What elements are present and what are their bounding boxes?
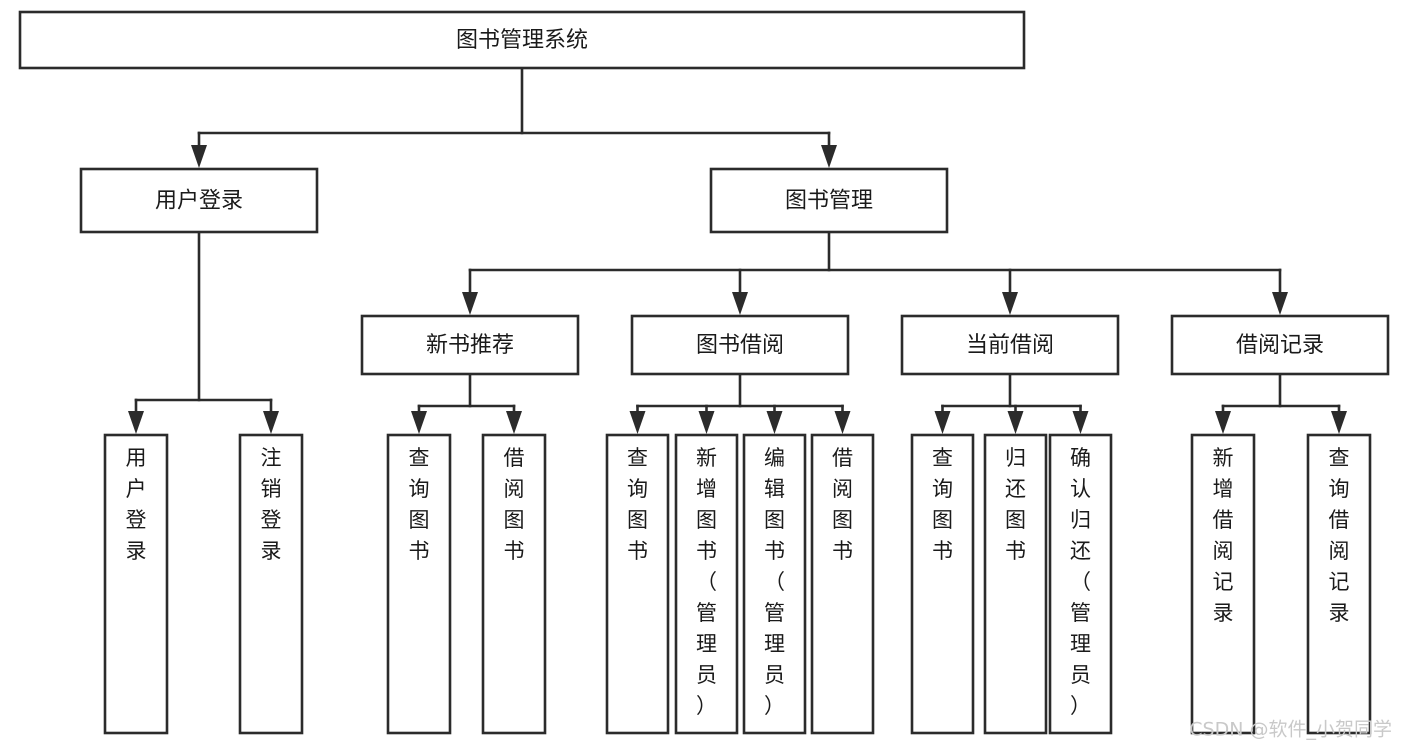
node-label: 新书推荐	[426, 333, 514, 358]
node-box[interactable]	[900, 314, 1120, 376]
node-box[interactable]	[674, 433, 739, 735]
edge-group-book-manage	[462, 230, 1288, 315]
node-box[interactable]	[386, 433, 452, 735]
arrow-head-icon	[263, 411, 279, 434]
node-box[interactable]	[103, 433, 169, 735]
node-label: 图书管理系统	[456, 28, 588, 53]
node-label: 查询图书	[409, 446, 430, 563]
arrow-head-icon	[698, 411, 715, 434]
node-box[interactable]	[709, 167, 949, 234]
arrow-head-icon	[191, 145, 207, 168]
node-book-manage[interactable]: 图书管理	[709, 167, 949, 234]
arrow-head-icon	[462, 292, 478, 315]
node-leaf-user-logout[interactable]: 注销登录	[238, 433, 304, 735]
node-box[interactable]	[1306, 433, 1372, 735]
node-box[interactable]	[742, 433, 807, 735]
node-label: 图书借阅	[696, 333, 784, 358]
node-label: 归还图书	[1005, 446, 1026, 563]
node-label: 新增借阅记录	[1213, 446, 1234, 625]
node-new-book-rec[interactable]: 新书推荐	[360, 314, 580, 376]
node-box[interactable]	[810, 433, 875, 735]
arrow-head-icon	[1215, 411, 1231, 434]
node-box[interactable]	[983, 433, 1048, 735]
arrow-head-icon	[506, 411, 522, 434]
arrow-head-icon	[834, 411, 851, 434]
edge-group-current-borrow	[934, 372, 1089, 434]
arrow-head-icon	[1072, 411, 1089, 434]
node-box[interactable]	[79, 167, 319, 234]
arrow-head-icon	[1007, 411, 1024, 434]
node-box[interactable]	[18, 10, 1026, 70]
node-box[interactable]	[910, 433, 975, 735]
node-box[interactable]	[630, 314, 850, 376]
node-box[interactable]	[1048, 433, 1113, 735]
node-leaf-cur-query[interactable]: 查询图书	[910, 433, 975, 735]
node-leaf-rec-borrow[interactable]: 借阅图书	[481, 433, 547, 735]
node-label: 借阅记录	[1236, 333, 1324, 358]
edge-group-borrow-record	[1215, 372, 1347, 434]
node-box[interactable]	[605, 433, 670, 735]
node-label: 用户登录	[126, 446, 147, 563]
node-layer: 图书管理系统用户登录图书管理新书推荐图书借阅当前借阅借阅记录用户登录注销登录查询…	[18, 10, 1390, 735]
node-leaf-rec-query[interactable]: 查询图书	[386, 433, 452, 735]
node-label: 借阅图书	[504, 446, 525, 563]
node-label: 注销登录	[261, 446, 282, 563]
node-label: 确认归还（管理员）	[1070, 446, 1091, 718]
node-label: 编辑图书（管理员）	[764, 446, 785, 718]
node-label: 当前借阅	[966, 333, 1054, 358]
node-book-borrow[interactable]: 图书借阅	[630, 314, 850, 376]
arrow-head-icon	[821, 145, 837, 168]
connector-layer	[128, 66, 1347, 434]
node-user-login[interactable]: 用户登录	[79, 167, 319, 234]
edge-group-user-login	[128, 230, 279, 434]
edge-group-new-book-rec	[411, 372, 522, 434]
node-leaf-cur-return[interactable]: 归还图书	[983, 433, 1048, 735]
node-label: 用户登录	[155, 189, 243, 214]
arrow-head-icon	[1272, 292, 1288, 315]
arrow-head-icon	[766, 411, 783, 434]
node-leaf-cur-confirm[interactable]: 确认归还（管理员）	[1048, 433, 1113, 735]
edge-group-root	[191, 66, 837, 168]
node-label: 图书管理	[785, 189, 873, 214]
node-label: 查询图书	[932, 446, 953, 563]
arrow-head-icon	[629, 411, 646, 434]
node-leaf-borrow-query[interactable]: 查询图书	[605, 433, 670, 735]
node-label: 借阅图书	[832, 446, 853, 563]
node-leaf-borrow-edit[interactable]: 编辑图书（管理员）	[742, 433, 807, 735]
arrow-head-icon	[411, 411, 427, 434]
node-leaf-borrow-do[interactable]: 借阅图书	[810, 433, 875, 735]
arrow-head-icon	[1002, 292, 1018, 315]
arrow-head-icon	[732, 292, 748, 315]
node-root-root[interactable]: 图书管理系统	[18, 10, 1026, 70]
node-box[interactable]	[238, 433, 304, 735]
node-label: 查询图书	[627, 446, 648, 563]
node-leaf-user-login[interactable]: 用户登录	[103, 433, 169, 735]
node-box[interactable]	[360, 314, 580, 376]
edge-group-book-borrow	[629, 372, 851, 434]
node-current-borrow[interactable]: 当前借阅	[900, 314, 1120, 376]
node-leaf-borrow-add[interactable]: 新增图书（管理员）	[674, 433, 739, 735]
node-borrow-record[interactable]: 借阅记录	[1170, 314, 1390, 376]
node-label: 新增图书（管理员）	[696, 446, 717, 718]
csdn-watermark: CSDN @软件_小贺同学	[1189, 719, 1392, 741]
node-box[interactable]	[1190, 433, 1256, 735]
arrow-head-icon	[128, 411, 144, 434]
node-box[interactable]	[1170, 314, 1390, 376]
node-leaf-rec-search[interactable]: 查询借阅记录	[1306, 433, 1372, 735]
node-label: 查询借阅记录	[1329, 446, 1350, 625]
node-box[interactable]	[481, 433, 547, 735]
node-leaf-rec-add[interactable]: 新增借阅记录	[1190, 433, 1256, 735]
arrow-head-icon	[934, 411, 951, 434]
arrow-head-icon	[1331, 411, 1347, 434]
